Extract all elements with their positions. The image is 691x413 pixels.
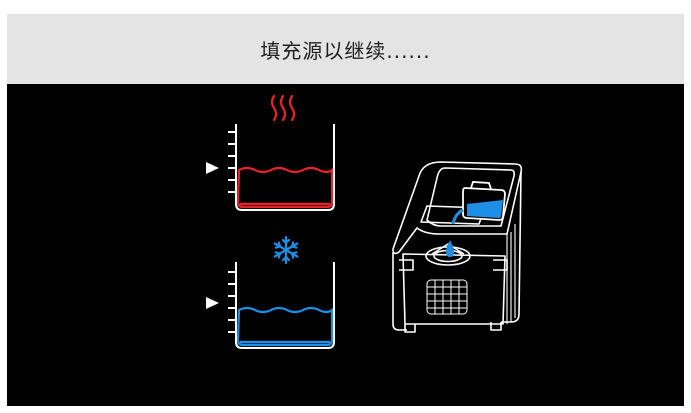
cold-container-outline xyxy=(235,262,335,349)
cold-water-level xyxy=(236,306,334,347)
hot-level-pointer xyxy=(206,162,219,174)
device-fill-icon xyxy=(392,161,523,333)
status-header: 填充源以继续...... xyxy=(7,14,684,84)
screen-frame: 填充源以继续...... xyxy=(7,14,684,406)
hot-level-scale xyxy=(228,131,236,193)
fill-instruction-text: 填充源以继续...... xyxy=(260,38,431,63)
hot-container-outline xyxy=(235,124,335,211)
hot-bath-group xyxy=(206,94,335,211)
water-jug-icon xyxy=(446,181,506,257)
fill-illustration xyxy=(206,94,523,349)
cold-level-scale xyxy=(228,271,236,333)
cold-bath-group xyxy=(206,235,335,349)
hot-water-level xyxy=(236,166,334,209)
water-drop-icon xyxy=(446,240,454,257)
snowflake-icon xyxy=(273,235,299,265)
cold-level-pointer xyxy=(206,297,219,309)
heat-waves-icon xyxy=(270,94,296,122)
